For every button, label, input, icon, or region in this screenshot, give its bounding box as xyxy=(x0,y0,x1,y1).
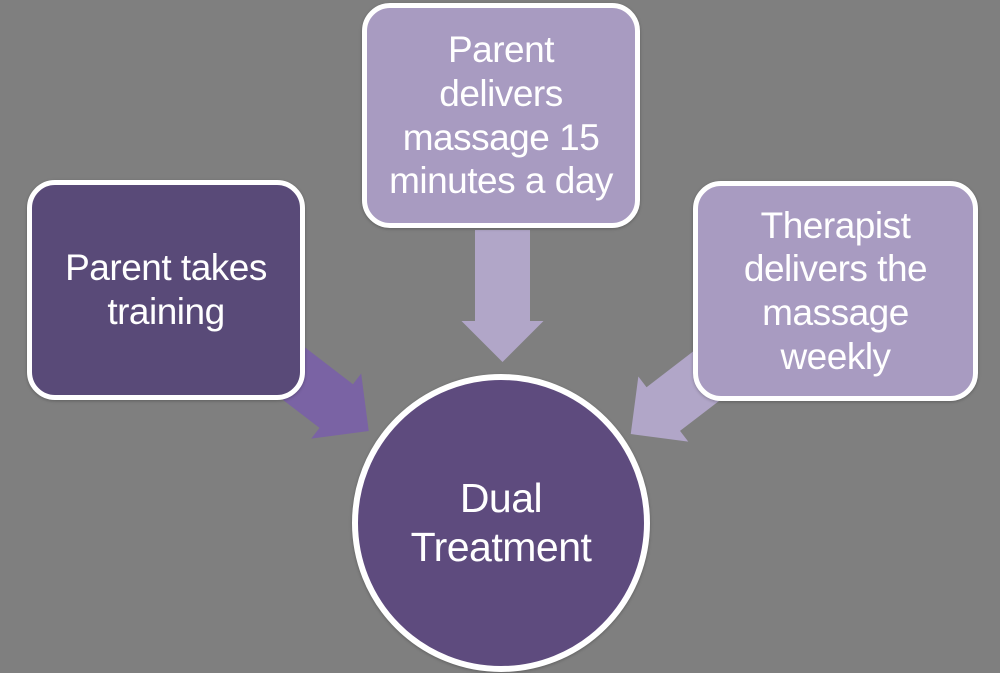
arrow-from-parent-massage-icon xyxy=(461,230,544,362)
node-text-line: delivers the xyxy=(743,248,928,290)
node-dual-treatment: Dual Treatment xyxy=(352,374,650,672)
node-therapist-delivers-massage: Therapist delivers the massage weekly xyxy=(693,181,978,401)
node-text-line: Therapist xyxy=(760,204,911,246)
node-text-line: weekly xyxy=(780,335,891,377)
node-text-line: training xyxy=(107,291,225,332)
node-parent-takes-training: Parent takes training xyxy=(27,180,305,400)
node-parent-delivers-massage: Parent delivers massage 15 minutes a day xyxy=(362,3,640,228)
node-text-line: Dual xyxy=(459,474,543,521)
node-text-line: Treatment xyxy=(410,524,592,570)
node-text-line: massage 15 xyxy=(402,116,600,158)
node-text-line: massage xyxy=(762,292,909,333)
node-text-line: minutes a day xyxy=(389,160,613,202)
node-text-line: Parent takes xyxy=(65,247,267,289)
node-text-line: delivers xyxy=(439,72,563,114)
node-text-line: Parent xyxy=(447,29,555,71)
